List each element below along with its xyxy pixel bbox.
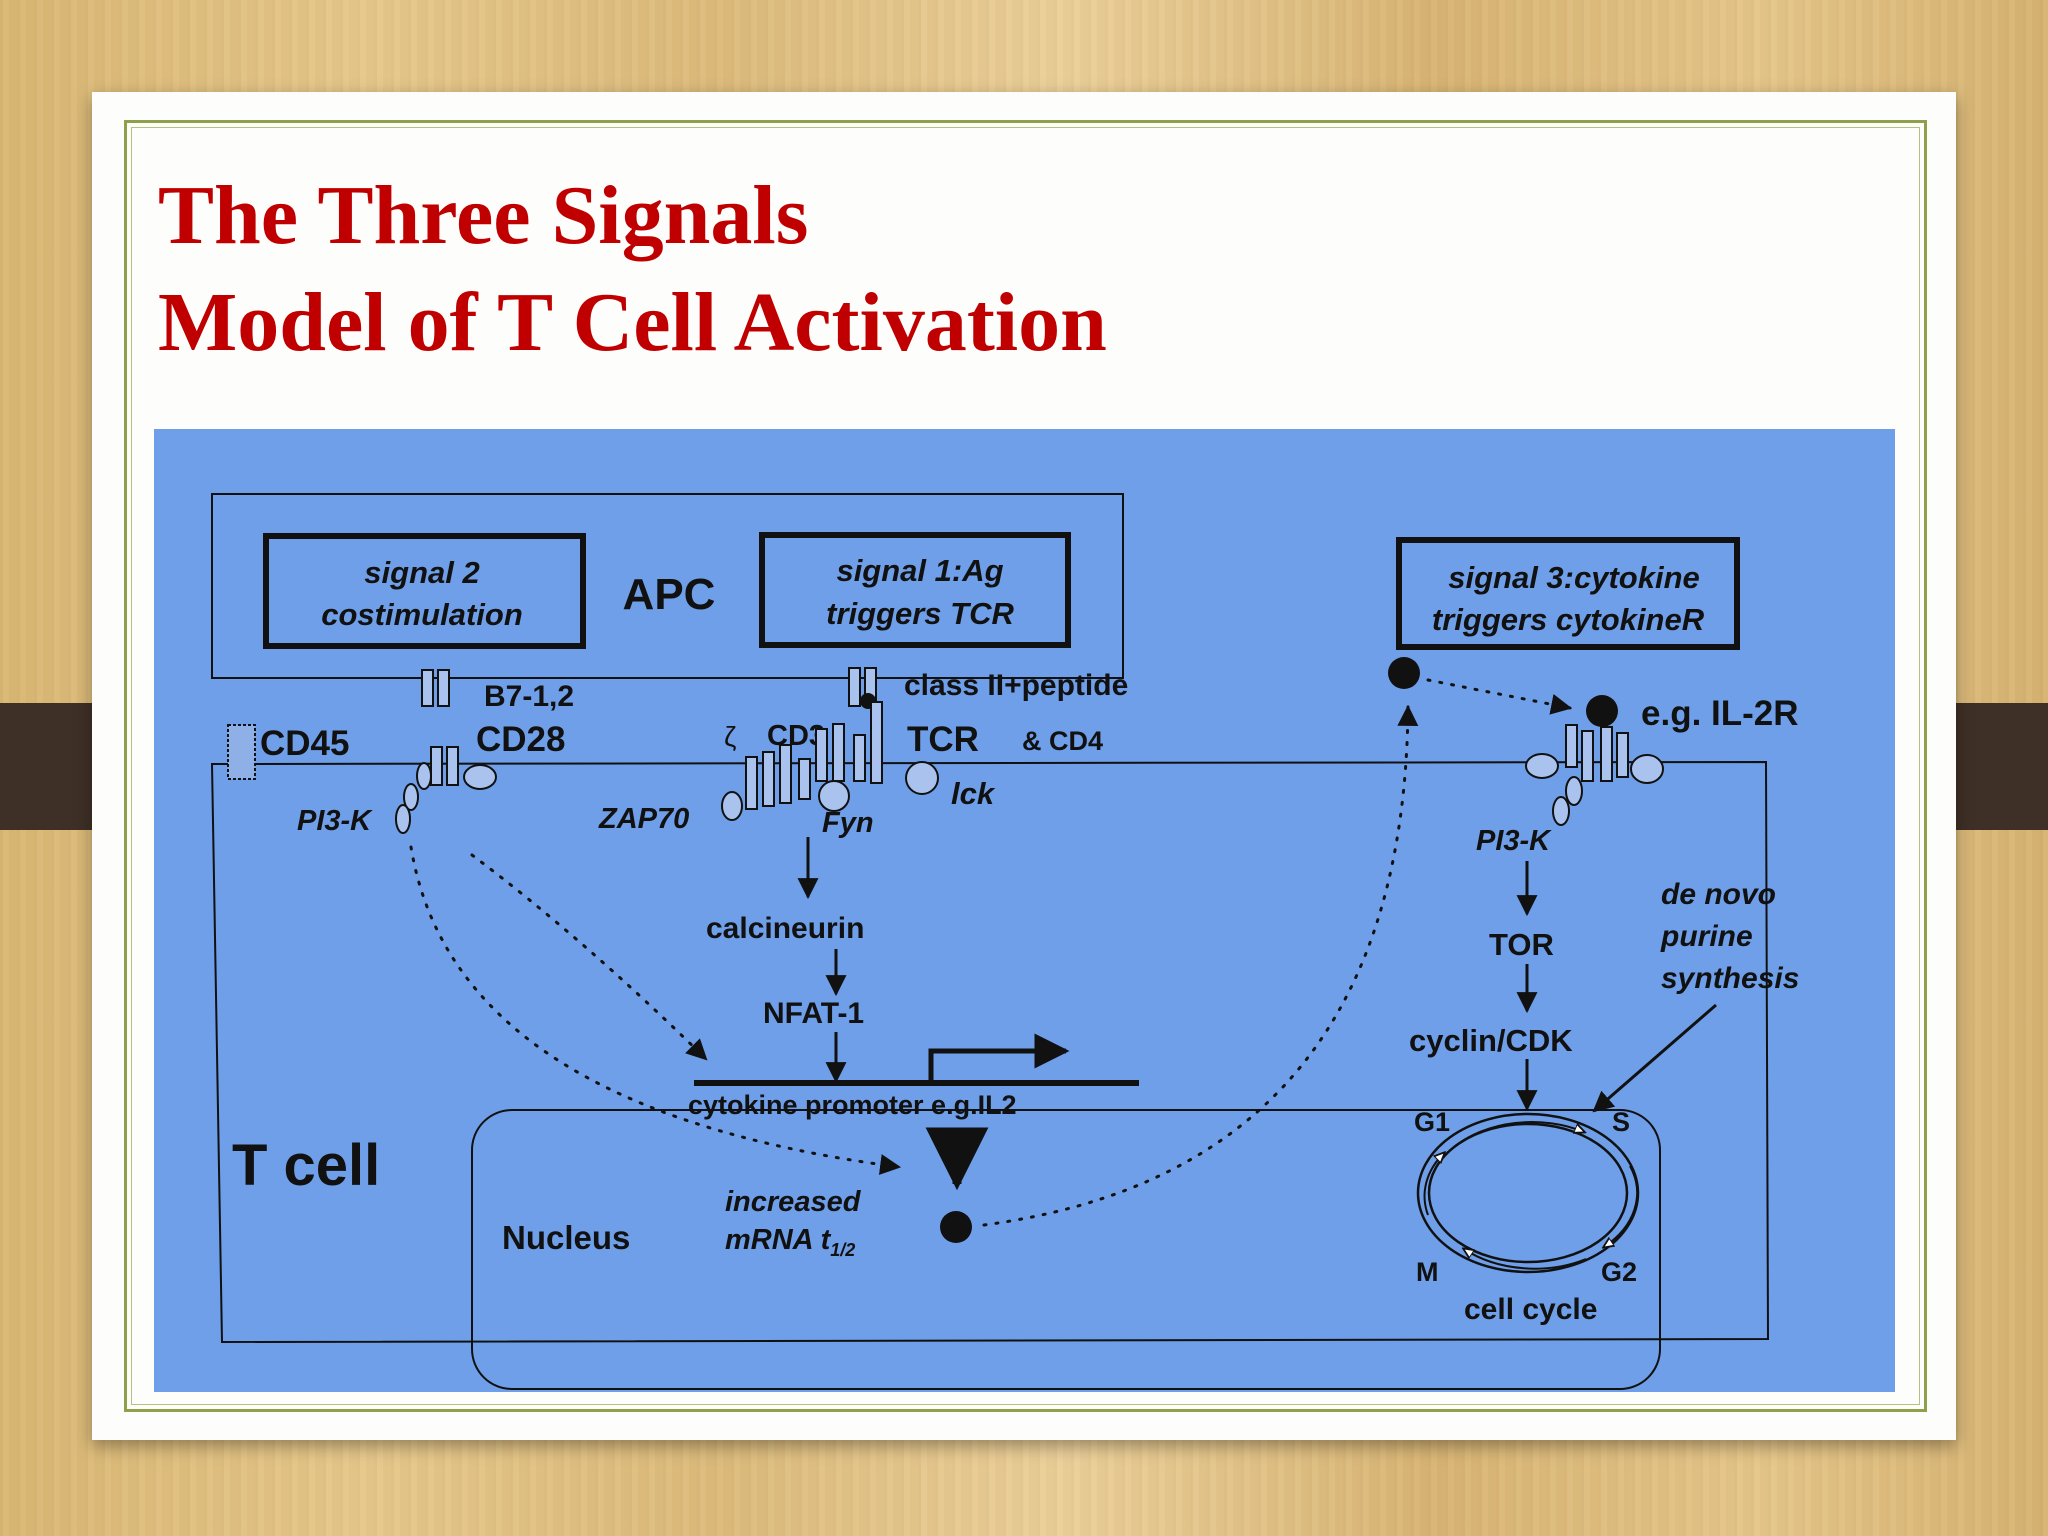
pi3k-left-molecule xyxy=(395,762,432,834)
mrna-label-subscript: 1/2 xyxy=(830,1240,855,1260)
m-label: M xyxy=(1416,1257,1439,1287)
t-cell-label: T cell xyxy=(232,1133,380,1198)
mrna-label-line1: increased xyxy=(725,1186,862,1218)
pi3k-to-mrna-path xyxy=(409,845,902,1175)
m-g1-arrow xyxy=(1423,1153,1444,1216)
signal2-line1: signal 2 xyxy=(364,555,479,590)
title-line-1: The Three Signals xyxy=(158,169,809,262)
lck-molecule xyxy=(905,761,939,795)
mrna-label-line2: mRNA t1/2 xyxy=(725,1224,855,1260)
title-line-2: Model of T Cell Activation xyxy=(158,276,1107,369)
slide-title: The Three Signals Model of T Cell Activa… xyxy=(158,162,1107,376)
nucleus-label: Nucleus xyxy=(502,1219,630,1256)
tcr-label: TCR xyxy=(907,720,979,759)
zap70-molecule xyxy=(721,791,743,821)
tor-label: TOR xyxy=(1489,927,1554,962)
signal1-line1: signal 1:Ag xyxy=(836,553,1003,588)
cd28-molecule xyxy=(430,746,497,790)
lck-label: lck xyxy=(951,776,996,811)
cyclin-cdk-label: cyclin/CDK xyxy=(1409,1023,1573,1058)
t-cell-activation-diagram: signal 2 costimulation APC signal 1:Ag t… xyxy=(154,429,1895,1392)
s-g2-arrow xyxy=(1604,1165,1639,1247)
diagram-background xyxy=(154,429,1895,1392)
denovo-to-s-arrow xyxy=(1592,1003,1717,1113)
cytokine-dot-right xyxy=(1586,695,1618,727)
g2-m-arrow xyxy=(1464,1249,1587,1270)
g1-label: G1 xyxy=(1414,1107,1450,1137)
cd45-molecule xyxy=(227,724,256,780)
g1-s-arrow xyxy=(1453,1121,1584,1148)
pi3k-right-label: PI3-K xyxy=(1476,825,1552,857)
il2r-label: e.g. IL-2R xyxy=(1641,694,1799,733)
apc-outline xyxy=(211,493,1124,679)
mrna-label-text: mRNA t xyxy=(725,1224,832,1256)
slide: The Three Signals Model of T Cell Activa… xyxy=(92,92,1956,1440)
pi3k-to-promoter-path xyxy=(470,853,708,1061)
zap70-label: ZAP70 xyxy=(598,803,689,835)
signal2-line2: costimulation xyxy=(321,597,523,632)
signal2-box xyxy=(263,533,586,649)
cd3-zeta-chains xyxy=(745,744,811,810)
s-label: S xyxy=(1612,1107,1630,1137)
cd28-label: CD28 xyxy=(476,720,565,759)
transcription-start-arrow xyxy=(928,1033,1070,1081)
mrna-dot xyxy=(940,1211,972,1243)
cell-cycle-inner-ring xyxy=(1427,1122,1629,1264)
pi3k-left-label: PI3-K xyxy=(297,805,373,837)
class2-peptide-label: class II+peptide xyxy=(904,669,1128,702)
mrna-to-il2-secretion-path xyxy=(982,704,1419,1227)
nucleus-outline xyxy=(471,1109,1661,1390)
cd4-label: & CD4 xyxy=(1022,726,1103,756)
t-cell-outline xyxy=(210,760,1770,1344)
signal1-line2: triggers TCR xyxy=(826,596,1014,631)
denovo-label-line3: synthesis xyxy=(1661,962,1799,995)
signal3-line1: signal 3:cytokine xyxy=(1448,560,1700,595)
fyn-molecule xyxy=(818,780,850,812)
fyn-label: Fyn xyxy=(822,807,874,839)
calcineurin-label: calcineurin xyxy=(706,912,864,945)
cytokine-dot-left xyxy=(1388,657,1420,689)
b7-molecule xyxy=(421,669,450,707)
signal3-box xyxy=(1396,537,1740,650)
cytokine-binding-arrow xyxy=(1426,678,1573,715)
signal1-box xyxy=(759,532,1071,648)
b7-label: B7-1,2 xyxy=(484,680,574,713)
cell-cycle-label: cell cycle xyxy=(1464,1293,1597,1326)
denovo-label-line2: purine xyxy=(1660,920,1753,953)
promoter-label: cytokine promoter e.g.IL2 xyxy=(688,1090,1017,1120)
apc-label: APC xyxy=(623,570,716,619)
nfat-label: NFAT-1 xyxy=(763,997,864,1030)
denovo-label-line1: de novo xyxy=(1661,878,1776,911)
g2-label: G2 xyxy=(1601,1257,1637,1287)
signal3-line2: triggers cytokineR xyxy=(1432,602,1705,637)
zeta-label: ζ xyxy=(724,721,736,752)
il2r-molecule xyxy=(1525,724,1664,826)
slide-frame xyxy=(124,120,1927,1412)
cd45-label: CD45 xyxy=(260,724,349,763)
